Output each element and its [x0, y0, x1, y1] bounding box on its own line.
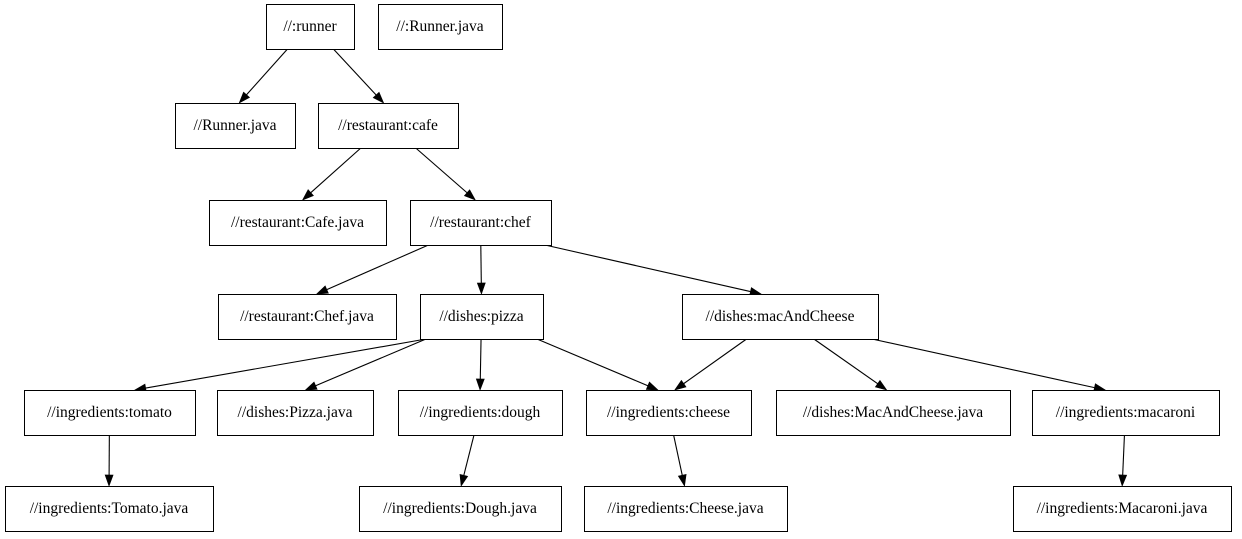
node-box-dishes_mac_java[interactable] [776, 390, 1011, 436]
node-dough_java[interactable]: //ingredients:Dough.java [359, 486, 562, 532]
node-box-dishes_pizza[interactable] [420, 294, 544, 340]
node-macaroni_java[interactable]: //ingredients:Macaroni.java [1013, 486, 1232, 532]
node-label-restaurant_cafe: //restaurant:cafe [338, 117, 438, 134]
arrowhead-runner-to-restaurant_cafe [372, 91, 385, 104]
node-label-restaurant_chef_java: //restaurant:Chef.java [240, 308, 374, 325]
node-label-runner_java: //Runner.java [193, 117, 276, 134]
arrowhead-ingredients_dough-to-dough_java [459, 473, 469, 487]
arrowhead-restaurant_chef-to-restaurant_chef_java [315, 285, 329, 295]
node-restaurant_chef[interactable]: //restaurant:chef [410, 200, 552, 246]
node-ingredients_cheese[interactable]: //ingredients:cheese [586, 390, 752, 436]
node-box-cheese_java[interactable] [584, 486, 788, 532]
node-label-tomato_java: //ingredients:Tomato.java [30, 500, 189, 517]
node-box-tomato_java[interactable] [5, 486, 214, 532]
edge-restaurant_cafe-to-restaurant_cafe_java [310, 147, 362, 194]
node-box-runner_java[interactable] [175, 103, 296, 149]
node-restaurant_cafe_java[interactable]: //restaurant:Cafe.java [209, 200, 387, 246]
node-label-ingredients_cheese: //ingredients:cheese [607, 404, 730, 421]
edge-restaurant_chef-to-dishes_pizza [480, 244, 482, 284]
node-label-ingredients_tomato: //ingredients:tomato [47, 404, 172, 421]
node-label-dishes_macandcheese: //dishes:macAndCheese [706, 308, 855, 325]
edge-dishes_pizza-to-dishes_pizza_java [315, 338, 427, 387]
node-restaurant_chef_java[interactable]: //restaurant:Chef.java [218, 294, 397, 340]
node-label-runner: //:runner [283, 18, 337, 35]
node-restaurant_cafe[interactable]: //restaurant:cafe [318, 103, 459, 149]
node-label-macaroni_java: //ingredients:Macaroni.java [1037, 500, 1208, 517]
node-box-ingredients_cheese[interactable] [586, 390, 752, 436]
node-dishes_pizza[interactable]: //dishes:pizza [420, 294, 544, 340]
edge-restaurant_chef-to-restaurant_chef_java [326, 244, 429, 291]
arrowhead-dishes_macandcheese-to-dishes_mac_java [874, 379, 888, 391]
edge-runner-to-restaurant_cafe [332, 48, 377, 96]
node-tomato_java[interactable]: //ingredients:Tomato.java [5, 486, 214, 532]
node-label-dishes_mac_java: //dishes:MacAndCheese.java [803, 404, 983, 421]
node-label-dough_java: //ingredients:Dough.java [383, 500, 537, 517]
node-dishes_pizza_java[interactable]: //dishes:Pizza.java [217, 390, 374, 436]
node-box-dishes_pizza_java[interactable] [217, 390, 374, 436]
node-box-runner[interactable] [266, 4, 355, 50]
node-label-dishes_pizza: //dishes:pizza [439, 308, 523, 325]
node-label-ingredients_macaroni: //ingredients:macaroni [1056, 404, 1196, 421]
node-label-restaurant_cafe_java: //restaurant:Cafe.java [231, 214, 364, 231]
arrowhead-dishes_pizza-to-dishes_pizza_java [304, 381, 318, 391]
node-cheese_java[interactable]: //ingredients:Cheese.java [584, 486, 788, 532]
edge-ingredients_macaroni-to-macaroni_java [1122, 434, 1125, 476]
node-ingredients_macaroni[interactable]: //ingredients:macaroni [1032, 390, 1220, 436]
node-box-ingredients_dough[interactable] [398, 390, 563, 436]
edge-dishes_pizza-to-ingredients_dough [479, 338, 482, 380]
node-box-restaurant_cafe_java[interactable] [209, 200, 387, 246]
node-box-root_runner_java[interactable] [378, 4, 503, 50]
node-box-dough_java[interactable] [359, 486, 562, 532]
edges-layer [104, 48, 1128, 487]
edge-restaurant_cafe-to-restaurant_chef [415, 147, 468, 194]
node-label-ingredients_dough: //ingredients:dough [420, 404, 541, 421]
edge-dishes_macandcheese-to-ingredients_macaroni [871, 338, 1095, 389]
arrowhead-dishes_macandcheese-to-ingredients_cheese [674, 379, 687, 391]
nodes-layer: //:runner //:Runner.java //Runner.java //re… [5, 4, 1232, 532]
node-ingredients_tomato[interactable]: //ingredients:tomato [24, 390, 196, 436]
edge-dishes_macandcheese-to-dishes_mac_java [813, 338, 878, 385]
arrowhead-ingredients_macaroni-to-macaroni_java [1118, 474, 1128, 487]
arrowhead-restaurant_cafe-to-restaurant_chef [463, 189, 476, 201]
node-label-cheese_java: //ingredients:Cheese.java [607, 500, 763, 517]
edge-ingredients_cheese-to-cheese_java [673, 434, 683, 476]
arrowhead-restaurant_cafe-to-restaurant_cafe_java [301, 189, 314, 201]
arrowhead-dishes_pizza-to-ingredients_dough [475, 378, 485, 391]
arrowhead-ingredients_cheese-to-cheese_java [677, 474, 687, 487]
edge-dishes_pizza-to-ingredients_tomato [145, 338, 427, 389]
arrowhead-restaurant_chef-to-dishes_pizza [476, 282, 486, 295]
node-box-restaurant_cafe[interactable] [318, 103, 459, 149]
node-dishes_macandcheese[interactable]: //dishes:macAndCheese [682, 294, 879, 340]
node-box-dishes_macandcheese[interactable] [682, 294, 879, 340]
edge-restaurant_chef-to-dishes_macandcheese [544, 244, 751, 293]
node-box-ingredients_tomato[interactable] [24, 390, 196, 436]
edge-dishes_macandcheese-to-ingredients_cheese [683, 338, 747, 385]
node-dishes_mac_java[interactable]: //dishes:MacAndCheese.java [776, 390, 1011, 436]
node-box-restaurant_chef[interactable] [410, 200, 552, 246]
node-root_runner_java[interactable]: //:Runner.java [378, 4, 503, 50]
node-runner_java[interactable]: //Runner.java [175, 103, 296, 149]
node-label-root_runner_java: //:Runner.java [396, 18, 484, 35]
edge-runner-to-runner_java [246, 48, 288, 96]
edge-ingredients_dough-to-dough_java [463, 434, 475, 476]
node-ingredients_dough[interactable]: //ingredients:dough [398, 390, 563, 436]
arrowhead-ingredients_tomato-to-tomato_java [104, 474, 114, 487]
arrowhead-runner-to-runner_java [238, 91, 251, 104]
arrowhead-dishes_pizza-to-ingredients_cheese [645, 381, 659, 391]
node-box-macaroni_java[interactable] [1013, 486, 1232, 532]
node-box-ingredients_macaroni[interactable] [1032, 390, 1220, 436]
node-label-dishes_pizza_java: //dishes:Pizza.java [238, 404, 353, 421]
node-label-restaurant_chef: //restaurant:chef [430, 214, 532, 231]
node-box-restaurant_chef_java[interactable] [218, 294, 397, 340]
node-runner[interactable]: //:runner [266, 4, 355, 50]
edge-dishes_pizza-to-ingredients_cheese [536, 338, 649, 387]
